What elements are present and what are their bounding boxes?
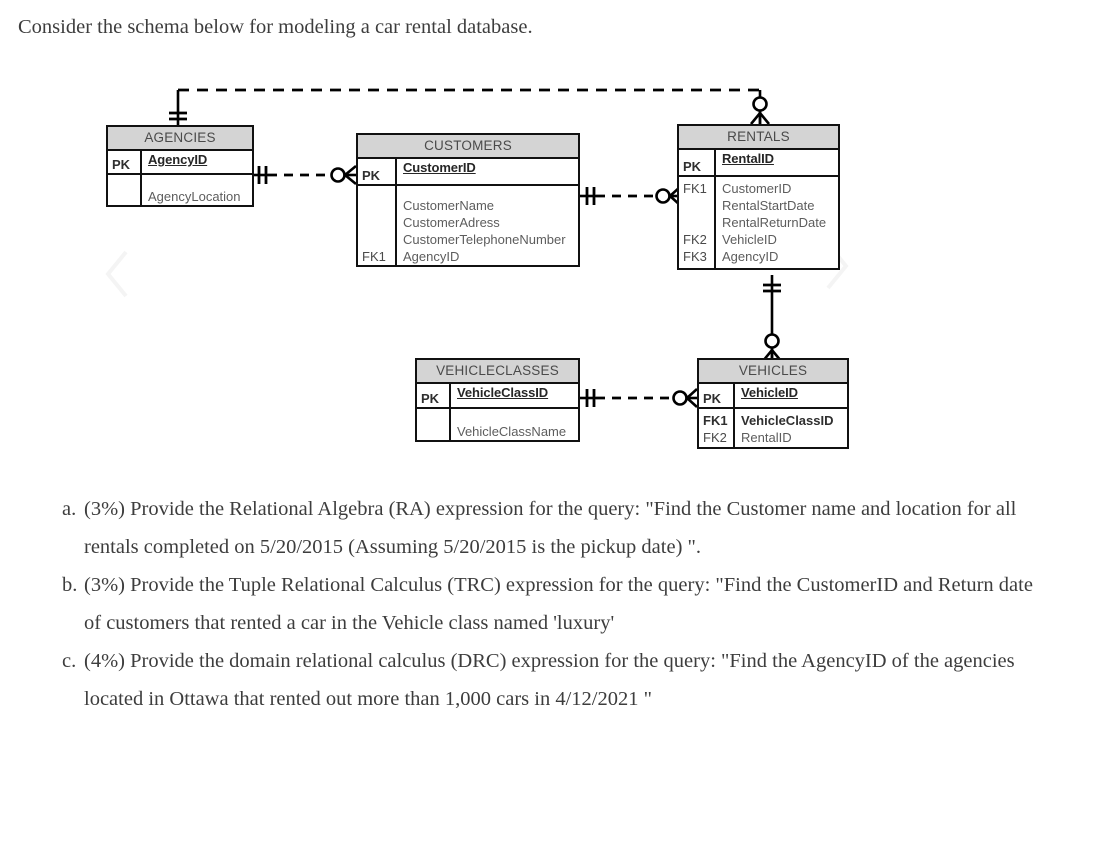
er-pk-section-customers: PK CustomerID	[358, 159, 578, 184]
er-pk-section-agencies: PK AgencyID	[108, 151, 252, 173]
question-marker: a.	[62, 498, 77, 520]
er-field-column: CustomerName CustomerAdress CustomerTele…	[403, 198, 566, 264]
er-key-column: PK	[699, 384, 735, 407]
er-field-column: VehicleID	[741, 385, 798, 400]
er-key-column: PK	[417, 384, 451, 407]
er-pk-section-vehicles: PK VehicleID	[699, 384, 847, 407]
er-field-column: CustomerID RentalStartDate RentalReturnD…	[722, 181, 827, 264]
er-key-column: PK	[108, 151, 142, 173]
er-key-column: PK	[679, 150, 716, 175]
er-table-title-vehicles: VEHICLES	[699, 360, 847, 384]
question-text: (4%) Provide the domain relational calcu…	[84, 650, 1015, 710]
question-marker: b.	[62, 574, 78, 596]
er-field-column: RentalID	[722, 151, 774, 166]
question-text: (3%) Provide the Tuple Relational Calcul…	[84, 574, 1033, 634]
intro-sentence: Consider the schema below for modeling a…	[18, 16, 533, 38]
er-key-column: FK1 FK2 FK3	[679, 177, 716, 268]
question-item-a: a. (3%) Provide the Relational Algebra (…	[62, 490, 1052, 566]
er-pk-section-vehicleclasses: PK VehicleClassID	[417, 384, 578, 407]
carousel-prev-button[interactable]	[100, 246, 134, 302]
er-attr-section-rentals: FK1 FK2 FK3 CustomerID RentalStartDate R…	[679, 175, 838, 268]
er-table-title-rentals: RENTALS	[679, 126, 838, 150]
er-key-column: PK	[358, 159, 397, 184]
er-field-column: VehicleClassName	[457, 424, 567, 439]
er-field-column: AgencyLocation	[148, 189, 241, 204]
question-list: a. (3%) Provide the Relational Algebra (…	[62, 490, 1052, 718]
er-attr-section-vehicleclasses: VehicleClassName	[417, 407, 578, 440]
question-text: (3%) Provide the Relational Algebra (RA)…	[84, 498, 1017, 558]
chevron-left-icon	[105, 250, 128, 298]
er-attr-section-agencies: AgencyLocation	[108, 173, 252, 205]
er-key-column	[417, 409, 451, 440]
er-table-vehicleclasses[interactable]: VEHICLECLASSES PK VehicleClassID Vehicle…	[415, 358, 580, 442]
er-key-column: FK1 FK2	[699, 409, 735, 447]
er-schema-diagram: AGENCIES PK AgencyID AgencyLocation CUST…	[0, 78, 1104, 478]
er-attr-section-customers: FK1 CustomerName CustomerAdress Customer…	[358, 184, 578, 265]
er-field-column: VehicleClassID	[457, 385, 549, 400]
er-table-vehicles[interactable]: VEHICLES PK VehicleID FK1 FK2 VehicleCla…	[697, 358, 849, 449]
er-attr-section-vehicles: FK1 FK2 VehicleClassID RentalID	[699, 407, 847, 447]
question-marker: c.	[62, 650, 77, 672]
question-item-b: b. (3%) Provide the Tuple Relational Cal…	[62, 566, 1052, 642]
er-field-column: VehicleClassID RentalID	[741, 413, 834, 445]
er-field-column: CustomerID	[403, 160, 476, 175]
er-table-agencies[interactable]: AGENCIES PK AgencyID AgencyLocation	[106, 125, 254, 207]
er-table-rentals[interactable]: RENTALS PK RentalID FK1 FK2 FK3 Customer…	[677, 124, 840, 270]
er-table-title-vehicleclasses: VEHICLECLASSES	[417, 360, 578, 384]
er-field-column: AgencyID	[148, 152, 208, 167]
er-key-column	[108, 175, 142, 205]
er-table-title-agencies: AGENCIES	[108, 127, 252, 151]
er-table-customers[interactable]: CUSTOMERS PK CustomerID FK1 CustomerName…	[356, 133, 580, 267]
question-item-c: c. (4%) Provide the domain relational ca…	[62, 642, 1052, 718]
er-pk-section-rentals: PK RentalID	[679, 150, 838, 175]
er-table-title-customers: CUSTOMERS	[358, 135, 578, 159]
er-key-column: FK1	[358, 186, 397, 265]
